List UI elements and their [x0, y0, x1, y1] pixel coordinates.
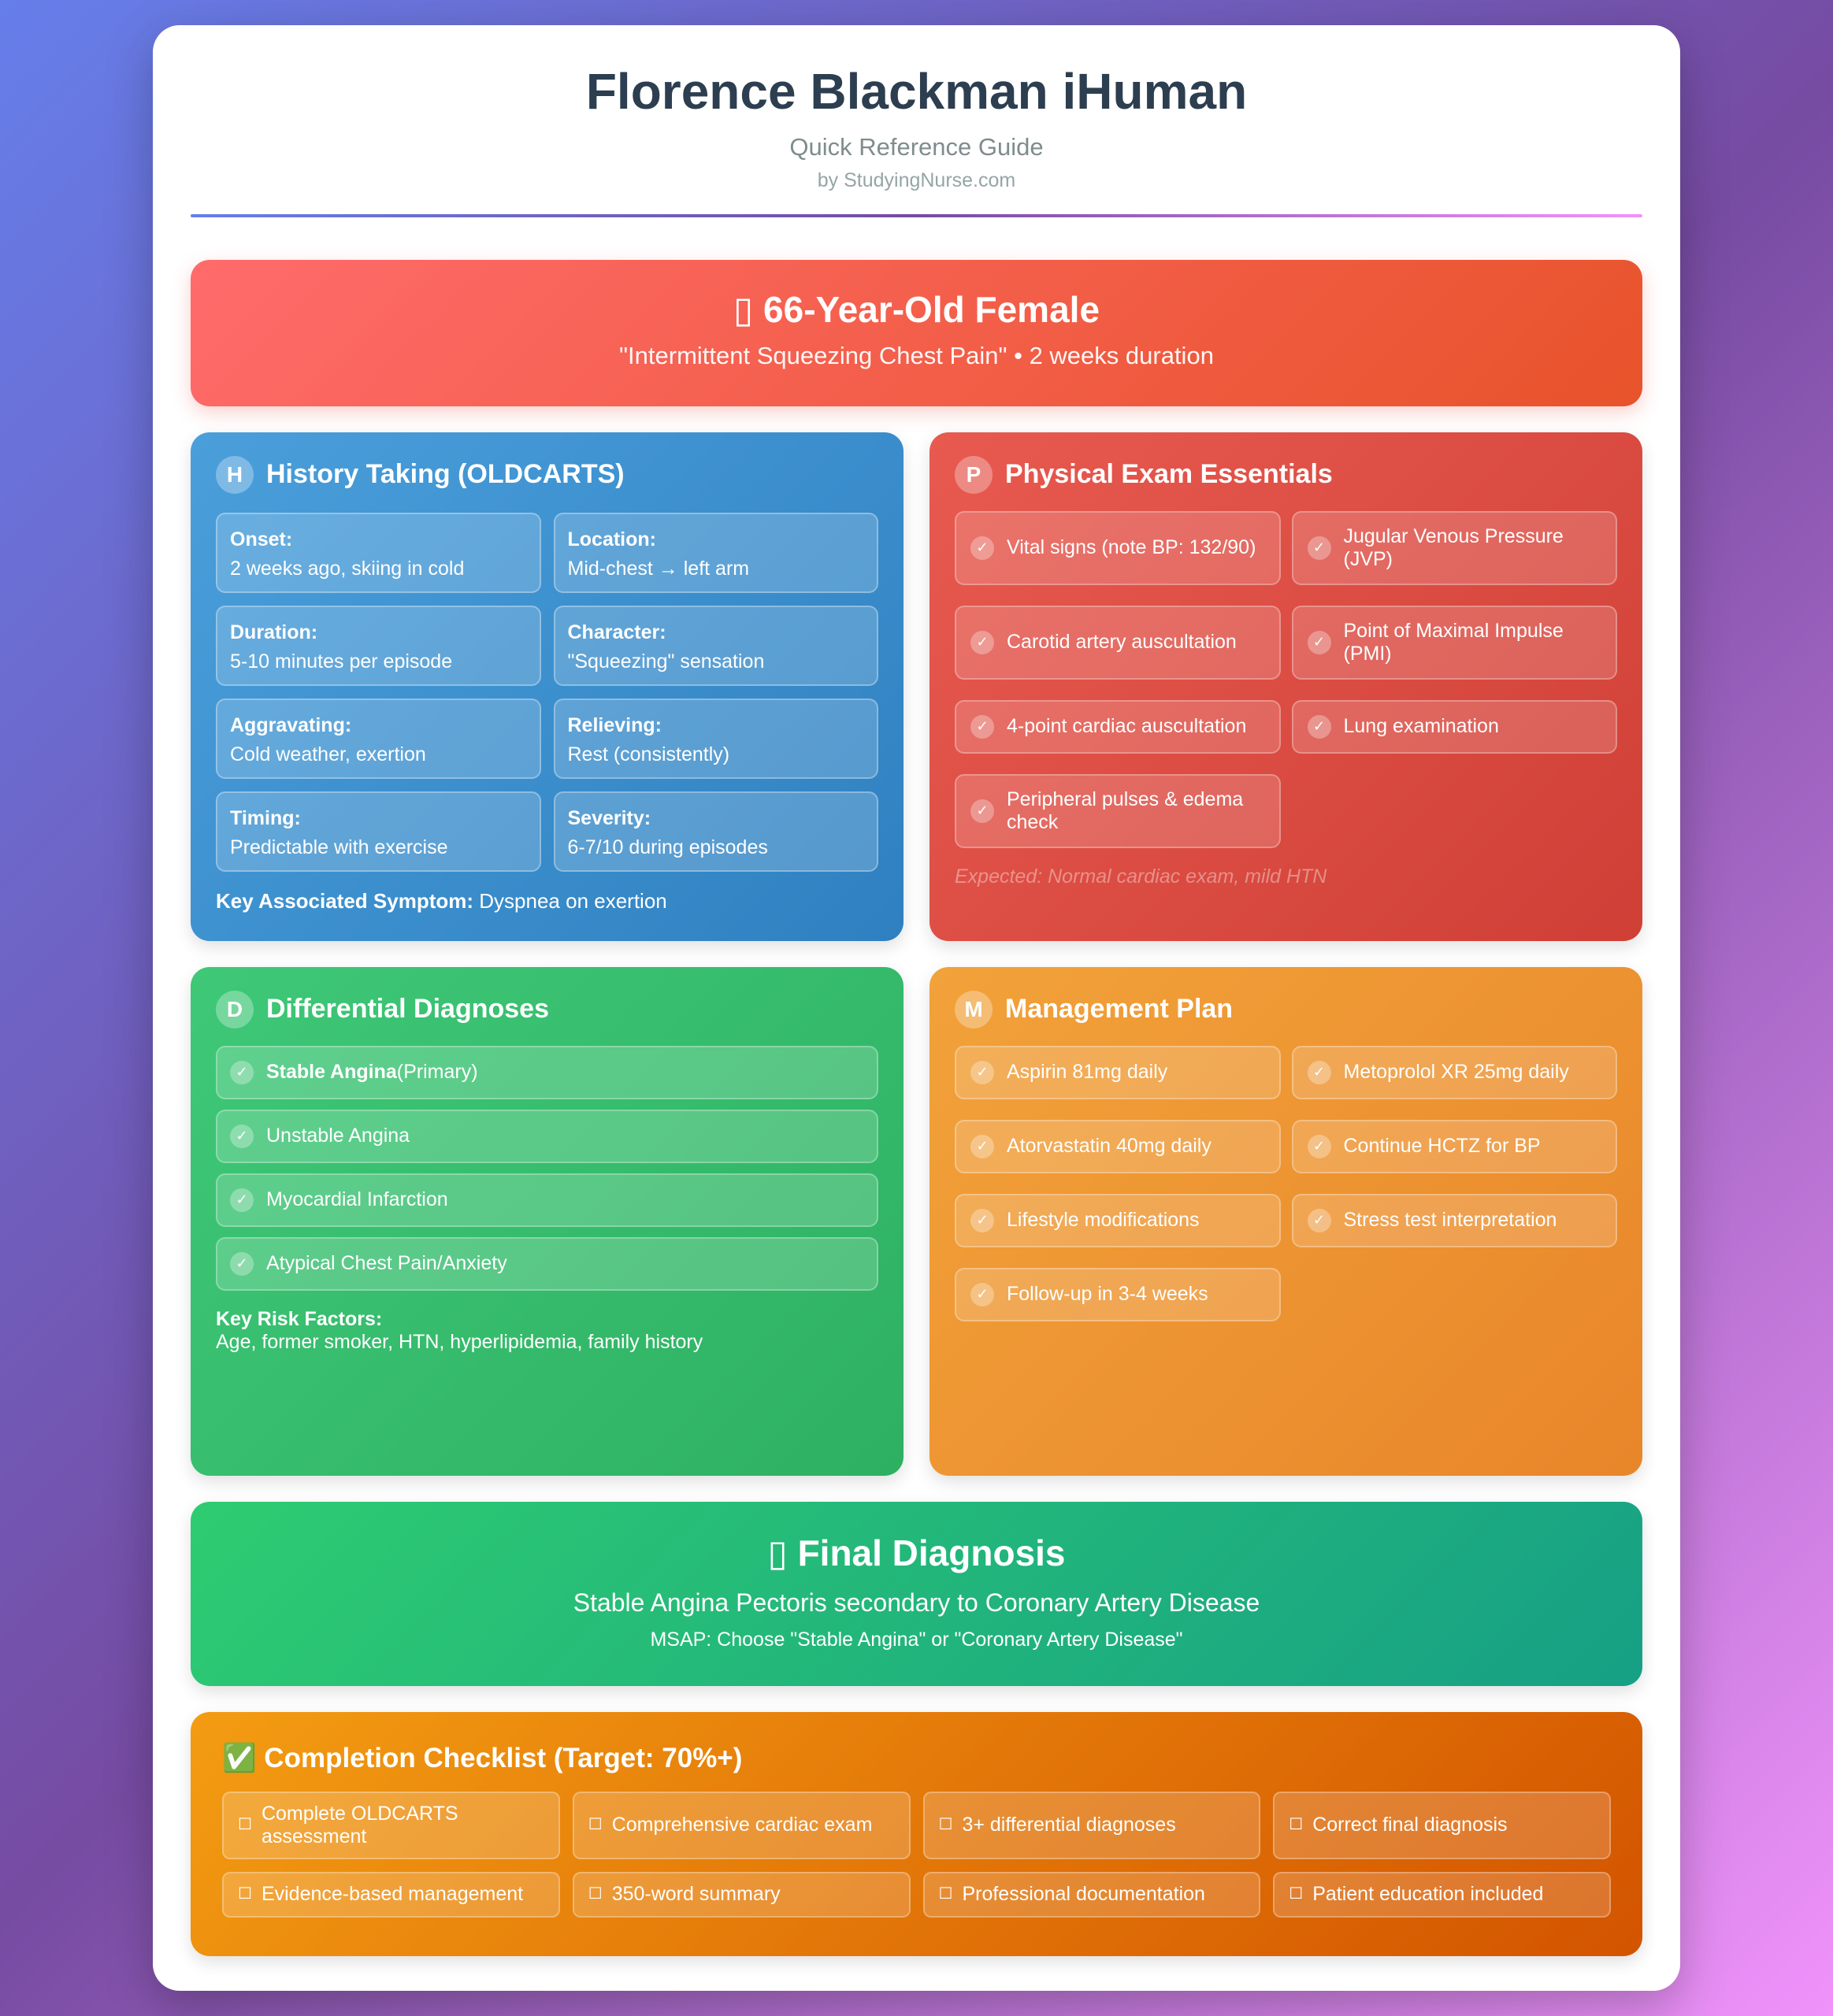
- physical-badge: P: [955, 455, 993, 494]
- check-icon: ✓: [230, 1124, 254, 1148]
- check-icon: ✓: [230, 1188, 254, 1212]
- page-title: Florence Blackman iHuman: [585, 63, 1248, 120]
- checkbox-icon[interactable]: ☐: [588, 1885, 603, 1903]
- risk-factors: Key Risk Factors:Age, former smoker, HTN…: [216, 1307, 703, 1354]
- check-icon: ✓: [1307, 1060, 1331, 1084]
- history-item-character: Character:"Squeezing" sensation: [553, 605, 878, 686]
- checklist-title: ✅ Completion Checklist (Target: 70%+): [222, 1742, 743, 1773]
- exam-item: ✓Jugular Venous Pressure (JVP): [1291, 510, 1617, 585]
- diagnosis-item: ✓Atypical Chest Pain/Anxiety: [216, 1236, 878, 1291]
- check-icon: ✓: [970, 1208, 994, 1232]
- checklist-item[interactable]: ☐Evidence-based management: [222, 1871, 560, 1918]
- check-icon: ✓: [970, 714, 994, 739]
- exam-item: ✓Carotid artery auscultation: [955, 605, 1281, 680]
- management-item: ✓Metoprolol XR 25mg daily: [1291, 1045, 1617, 1099]
- history-title: History Taking (OLDCARTS): [266, 459, 625, 490]
- history-item-duration: Duration:5-10 minutes per episode: [216, 605, 541, 686]
- checkbox-icon[interactable]: ☐: [1289, 1885, 1304, 1903]
- checklist-item[interactable]: ☐350-word summary: [572, 1871, 911, 1918]
- check-icon: ✓: [970, 536, 994, 560]
- final-diagnosis-note: MSAP: Choose "Stable Angina" or "Coronar…: [650, 1628, 1183, 1651]
- exam-item: ✓Lung examination: [1291, 699, 1617, 754]
- checkbox-icon[interactable]: ☐: [238, 1885, 252, 1903]
- physical-title: Physical Exam Essentials: [1005, 459, 1333, 490]
- differential-badge: D: [216, 990, 254, 1028]
- final-diagnosis-banner: ▯ Final Diagnosis Stable Angina Pectoris…: [191, 1501, 1642, 1686]
- management-badge: M: [955, 990, 993, 1028]
- history-item-location: Location:Mid-chest → left arm: [553, 512, 878, 593]
- differential-title: Differential Diagnoses: [266, 994, 549, 1025]
- exam-item: ✓Vital signs (note BP: 132/90): [955, 510, 1281, 585]
- associated-symptom: Key Associated Symptom: Dyspnea on exert…: [216, 888, 667, 913]
- exam-item: ✓Peripheral pulses & edema check: [955, 773, 1281, 848]
- final-diagnosis-title: ▯ Final Diagnosis: [767, 1532, 1066, 1573]
- check-icon: ✓: [230, 1060, 254, 1084]
- history-item-relieving: Relieving:Rest (consistently): [553, 698, 878, 779]
- checkbox-icon[interactable]: ☐: [588, 1816, 603, 1834]
- management-item: ✓Aspirin 81mg daily: [955, 1045, 1281, 1099]
- checklist-item[interactable]: ☐Correct final diagnosis: [1273, 1791, 1611, 1859]
- final-diagnosis-text: Stable Angina Pectoris secondary to Coro…: [573, 1588, 1260, 1617]
- exam-item: ✓4-point cardiac auscultation: [955, 699, 1281, 754]
- history-badge: H: [216, 455, 254, 494]
- management-title: Management Plan: [1005, 994, 1234, 1025]
- checkbox-icon[interactable]: ☐: [238, 1816, 252, 1834]
- patient-title: ▯ 66-Year-Old Female: [733, 288, 1100, 330]
- diagnosis-item-primary: ✓Stable Angina(Primary): [216, 1045, 878, 1099]
- header: Florence Blackman iHuman Quick Reference…: [191, 25, 1642, 217]
- checklist-item[interactable]: ☐Professional documentation: [922, 1871, 1261, 1918]
- management-panel: M Management Plan ✓Aspirin 81mg daily ✓M…: [929, 966, 1642, 1476]
- management-item: ✓Follow-up in 3-4 weeks: [955, 1267, 1281, 1321]
- check-icon: ✓: [230, 1251, 254, 1276]
- checklist-item[interactable]: ☐Comprehensive cardiac exam: [572, 1791, 911, 1859]
- check-icon: ✓: [970, 1134, 994, 1158]
- exam-item: ✓Point of Maximal Impulse (PMI): [1291, 605, 1617, 680]
- checkbox-icon[interactable]: ☐: [1289, 1816, 1304, 1834]
- history-item-timing: Timing:Predictable with exercise: [216, 791, 541, 872]
- history-item-onset: Onset:2 weeks ago, skiing in cold: [216, 512, 541, 593]
- management-item: ✓Atorvastatin 40mg daily: [955, 1119, 1281, 1173]
- check-icon: ✓: [1307, 1208, 1331, 1232]
- checklist-item[interactable]: ☐Complete OLDCARTS assessment: [222, 1791, 560, 1859]
- checklist-item[interactable]: ☐3+ differential diagnoses: [922, 1791, 1261, 1859]
- check-icon: ✓: [1307, 536, 1331, 560]
- history-item-aggravating: Aggravating:Cold weather, exertion: [216, 698, 541, 779]
- management-item: ✓Continue HCTZ for BP: [1291, 1119, 1617, 1173]
- checklist-item[interactable]: ☐Patient education included: [1273, 1871, 1611, 1918]
- checkbox-icon[interactable]: ☐: [938, 1816, 953, 1834]
- page-subtitle: Quick Reference Guide: [789, 132, 1044, 161]
- check-icon: ✓: [1307, 1134, 1331, 1158]
- diagnosis-item: ✓Myocardial Infarction: [216, 1173, 878, 1227]
- check-icon: ✓: [1307, 714, 1331, 739]
- diagnosis-item: ✓Unstable Angina: [216, 1109, 878, 1163]
- check-icon: ✓: [970, 1060, 994, 1084]
- history-item-severity: Severity:6-7/10 during episodes: [553, 791, 878, 872]
- expected-findings: Expected: Normal cardiac exam, mild HTN: [955, 865, 1327, 888]
- check-icon: ✓: [970, 799, 994, 823]
- completion-checklist: ✅ Completion Checklist (Target: 70%+) ☐C…: [191, 1711, 1642, 1956]
- reference-card: Florence Blackman iHuman Quick Reference…: [153, 25, 1680, 1991]
- check-icon: ✓: [970, 1282, 994, 1306]
- patient-complaint: "Intermittent Squeezing Chest Pain" • 2 …: [619, 341, 1214, 369]
- header-divider: [191, 213, 1642, 217]
- history-panel: H History Taking (OLDCARTS) Onset:2 week…: [191, 432, 904, 941]
- management-item: ✓Lifestyle modifications: [955, 1193, 1281, 1247]
- page-byline: by StudyingNurse.com: [817, 169, 1016, 191]
- checkbox-icon[interactable]: ☐: [938, 1885, 953, 1903]
- physical-exam-panel: P Physical Exam Essentials ✓Vital signs …: [929, 432, 1642, 941]
- check-icon: ✓: [970, 630, 994, 654]
- check-icon: ✓: [1307, 630, 1331, 654]
- management-item: ✓Stress test interpretation: [1291, 1193, 1617, 1247]
- patient-banner: ▯ 66-Year-Old Female "Intermittent Squee…: [191, 259, 1642, 406]
- differential-panel: D Differential Diagnoses ✓Stable Angina(…: [191, 966, 904, 1476]
